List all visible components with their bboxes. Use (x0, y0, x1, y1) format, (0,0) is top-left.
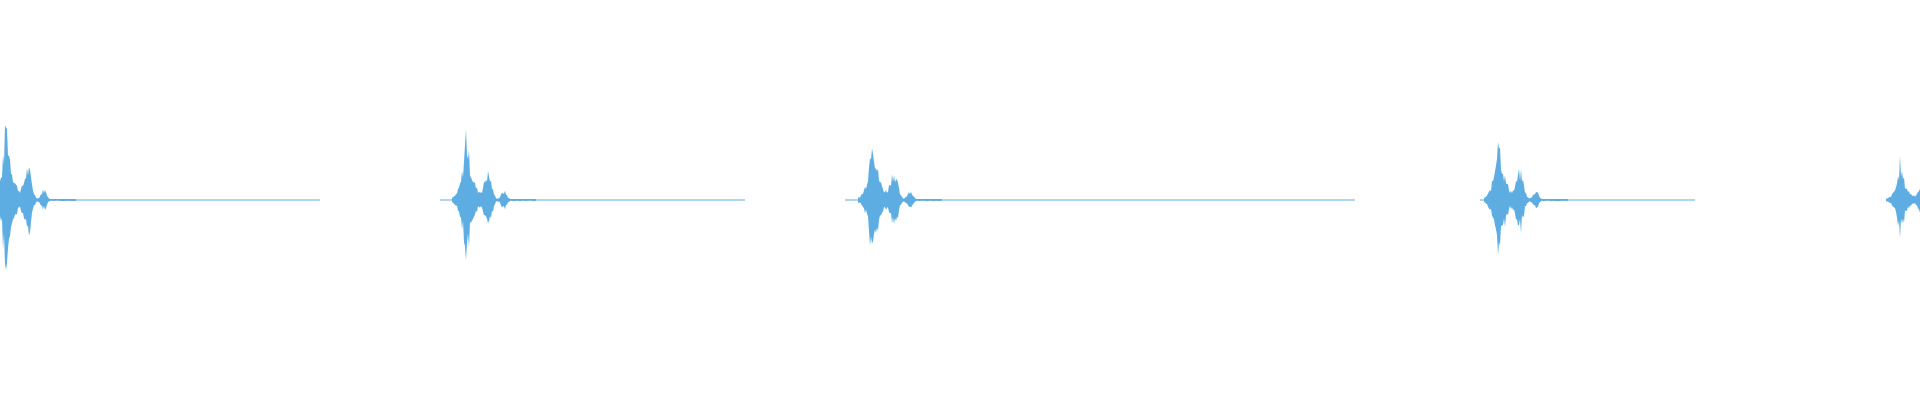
waveform-burst-1 (0, 125, 76, 270)
burst-envelope (0, 125, 76, 270)
waveform-burst-3 (858, 148, 942, 246)
waveform-burst-4 (1484, 142, 1568, 255)
burst-envelope (1484, 142, 1568, 255)
burst-envelope (452, 129, 536, 261)
burst-envelope (858, 148, 942, 246)
waveform-burst-2 (452, 129, 536, 261)
waveform-layer (0, 125, 1920, 270)
waveform-burst-5 (1886, 155, 1920, 238)
burst-envelope (1886, 155, 1920, 238)
